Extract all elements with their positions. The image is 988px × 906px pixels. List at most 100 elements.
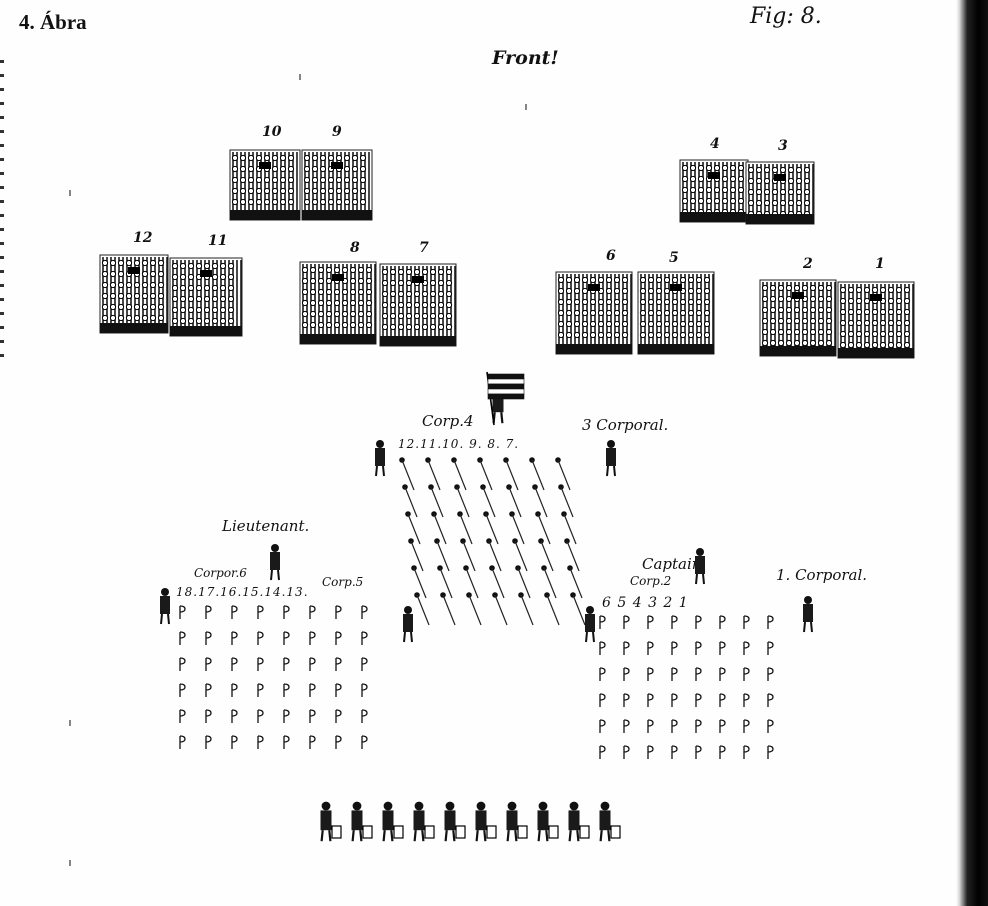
pike-line <box>531 459 545 491</box>
drummer-figure <box>506 801 518 842</box>
musketeer-mark <box>283 605 290 619</box>
musketeer-mark <box>767 641 774 655</box>
musketeer-mark <box>623 641 630 655</box>
musketeer-mark <box>361 735 368 749</box>
musketeer-mark <box>767 719 774 733</box>
musketeer-mark <box>599 745 606 759</box>
colours-flag <box>486 371 525 426</box>
pike-line <box>491 567 505 599</box>
musketeer-mark <box>767 667 774 681</box>
pike-line <box>439 567 453 599</box>
musketeer-mark <box>623 667 630 681</box>
pike-line <box>488 540 502 572</box>
musketeer-mark <box>695 641 702 655</box>
musketeer-mark <box>335 735 342 749</box>
left-file-numbers: 18.17.16.15.14.13. <box>176 585 309 599</box>
pike-line <box>543 567 557 599</box>
pike-line <box>465 567 479 599</box>
musketeer-mark <box>231 605 238 619</box>
drummer-figure <box>568 801 580 842</box>
company-number-2: 2 <box>803 256 813 272</box>
pike-line <box>560 486 574 518</box>
musketeer-mark <box>231 735 238 749</box>
pike-line <box>427 459 441 491</box>
company-block <box>99 254 169 334</box>
pike-line <box>410 540 424 572</box>
drummer-figure <box>382 801 394 842</box>
drum-icon <box>393 825 404 839</box>
lieutenant-label: Lieutenant. <box>222 517 310 535</box>
musketeer-mark <box>335 631 342 645</box>
musketeer-mark <box>205 709 212 723</box>
corporal-2-label: Corp.2 <box>630 574 672 588</box>
musketeer-mark <box>671 667 678 681</box>
company-number-6: 6 <box>606 248 616 264</box>
musketeer-mark <box>335 657 342 671</box>
musketeer-mark <box>599 667 606 681</box>
musketeer-mark <box>257 657 264 671</box>
company-block <box>637 271 715 355</box>
musketeer-mark <box>719 641 726 655</box>
musketeer-mark <box>695 615 702 629</box>
musketeer-mark <box>743 667 750 681</box>
drummer-figure <box>444 801 456 842</box>
musketeer-mark <box>743 693 750 707</box>
drummer-figure <box>351 801 363 842</box>
figure-caption: 4. Ábra <box>19 10 87 34</box>
musketeer-mark <box>719 745 726 759</box>
corporal-figure <box>585 606 595 643</box>
pike-line <box>569 567 583 599</box>
musketeer-mark <box>231 631 238 645</box>
musketeer-mark <box>767 745 774 759</box>
company-number-10: 10 <box>262 124 282 140</box>
company-number-12: 12 <box>133 230 153 246</box>
musketeer-mark <box>647 641 654 655</box>
musketeer-mark <box>205 605 212 619</box>
pike-line <box>540 540 554 572</box>
pike-line <box>563 513 577 545</box>
drum-icon <box>579 825 590 839</box>
musketeer-mark <box>283 657 290 671</box>
musketeer-mark <box>719 615 726 629</box>
pike-line <box>442 594 456 626</box>
musketeer-mark <box>179 631 186 645</box>
musketeer-mark <box>179 683 186 697</box>
musketeer-mark <box>743 641 750 655</box>
musketeer-mark <box>257 605 264 619</box>
musketeer-mark <box>623 745 630 759</box>
pike-line <box>537 513 551 545</box>
pike-line <box>494 594 508 626</box>
company-block <box>745 161 815 225</box>
company-block <box>555 271 633 355</box>
pike-line <box>404 486 418 518</box>
musketeer-mark <box>647 615 654 629</box>
musketeer-mark <box>695 693 702 707</box>
musketeer-mark <box>767 615 774 629</box>
company-block <box>169 257 243 337</box>
fig-number-label: Fig: 8. <box>750 4 822 29</box>
center-file-numbers: 12.11.10. 9. 8. 7. <box>398 437 520 451</box>
musketeer-mark <box>335 709 342 723</box>
drum-icon <box>548 825 559 839</box>
pike-line <box>514 540 528 572</box>
musketeer-mark <box>335 683 342 697</box>
musketeer-mark <box>309 605 316 619</box>
musketeer-mark <box>309 709 316 723</box>
musketeer-mark <box>205 657 212 671</box>
musketeer-mark <box>671 719 678 733</box>
company-number-3: 3 <box>778 138 788 154</box>
musketeer-mark <box>719 719 726 733</box>
musketeer-mark <box>599 641 606 655</box>
pike-line <box>479 459 493 491</box>
musketeer-mark <box>179 709 186 723</box>
corporal-4-label: Corp.4 <box>422 412 474 430</box>
right-file-numbers: 6 5 4 3 2 1 <box>602 595 689 611</box>
company-block <box>229 149 301 221</box>
corporal-figure <box>803 596 813 633</box>
musketeer-mark <box>361 605 368 619</box>
musketeer-mark <box>695 667 702 681</box>
musketeer-mark <box>671 641 678 655</box>
musketeer-mark <box>179 605 186 619</box>
pike-line <box>413 567 427 599</box>
pike-line <box>482 486 496 518</box>
